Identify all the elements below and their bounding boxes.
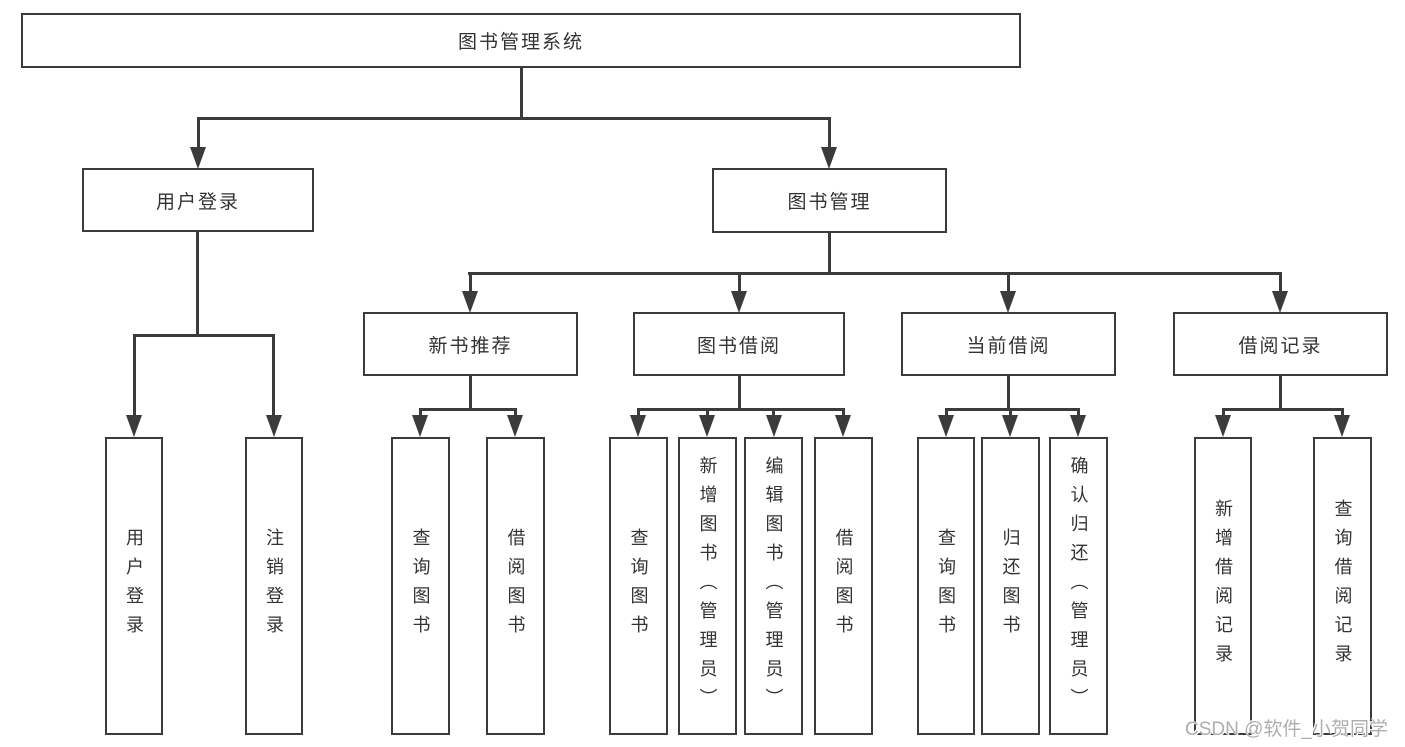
arrow-down-icon xyxy=(190,147,206,169)
connector-borrow-hline xyxy=(637,408,845,411)
arrow-down-icon xyxy=(731,291,747,313)
arrow-down-icon xyxy=(1215,415,1231,437)
connector-level2-hline xyxy=(468,272,1281,275)
leaf-edit-books-admin: 编辑图书（管理员） xyxy=(744,437,803,735)
connector-leaf-stub xyxy=(945,408,948,417)
leaf-user-login: 用户登录 xyxy=(105,437,163,735)
connector-borrow-vline xyxy=(738,375,741,408)
connector-leaf-stub xyxy=(419,408,422,417)
connector-leaf-stub xyxy=(514,408,517,417)
arrow-down-icon xyxy=(1002,415,1018,437)
connector-level1-hline xyxy=(197,117,831,120)
arrow-down-icon xyxy=(1272,291,1288,313)
connector-leaf-stub xyxy=(272,334,275,416)
leaf-add-borrow-record: 新增借阅记录 xyxy=(1194,437,1252,735)
node-current-borrowing: 当前借阅 xyxy=(901,312,1116,376)
connector-leaf-stub xyxy=(637,408,640,417)
arrow-down-icon xyxy=(835,415,851,437)
node-book-borrowing: 图书借阅 xyxy=(633,312,845,376)
connector-new-rec-vline xyxy=(469,375,472,408)
connector-book-mgmt-vline xyxy=(828,232,831,274)
leaf-borrow-books-recommend: 借阅图书 xyxy=(486,437,545,735)
leaf-query-books-current: 查询图书 xyxy=(917,437,975,735)
arrow-down-icon xyxy=(126,415,142,437)
arrow-down-icon xyxy=(412,415,428,437)
leaf-add-books-admin: 新增图书（管理员） xyxy=(678,437,737,735)
connector-records-vline xyxy=(1279,375,1282,408)
arrow-down-icon xyxy=(766,415,782,437)
connector-current-vline xyxy=(1007,375,1010,408)
node-library-management-system: 图书管理系统 xyxy=(21,13,1021,68)
leaf-return-books: 归还图书 xyxy=(981,437,1040,735)
arrow-down-icon xyxy=(507,415,523,437)
connector-leaf-stub xyxy=(1009,408,1012,417)
connector-level2-stub xyxy=(738,272,741,293)
arrow-down-icon xyxy=(938,415,954,437)
arrow-down-icon xyxy=(266,415,282,437)
connector-level2-stub xyxy=(1279,272,1282,293)
connector-records-hline xyxy=(1222,408,1344,411)
node-book-management: 图书管理 xyxy=(712,168,947,233)
leaf-logout: 注销登录 xyxy=(245,437,303,735)
connector-root-vline xyxy=(520,68,523,117)
connector-level2-stub xyxy=(1007,272,1010,293)
connector-leaf-stub xyxy=(1077,408,1080,417)
connector-leaf-stub xyxy=(842,408,845,417)
node-borrowing-records: 借阅记录 xyxy=(1173,312,1388,376)
node-user-login: 用户登录 xyxy=(82,168,314,232)
arrow-down-icon xyxy=(821,147,837,169)
connector-leaf-stub xyxy=(772,408,775,417)
arrow-down-icon xyxy=(630,415,646,437)
leaf-borrow-books: 借阅图书 xyxy=(814,437,873,735)
arrow-down-icon xyxy=(1334,415,1350,437)
connector-user-login-vline xyxy=(196,231,199,334)
connector-leaf-stub xyxy=(706,408,709,417)
arrow-down-icon xyxy=(462,291,478,313)
connector-user-login-stub xyxy=(197,117,200,148)
connector-new-rec-hline xyxy=(419,408,517,411)
connector-leaf-stub xyxy=(1222,408,1225,417)
connector-leaf-stub xyxy=(1341,408,1344,417)
arrow-down-icon xyxy=(1000,291,1016,313)
leaf-query-books-borrowing: 查询图书 xyxy=(609,437,668,735)
leaf-confirm-return-admin: 确认归还（管理员） xyxy=(1049,437,1108,735)
connector-user-login-hline xyxy=(133,334,275,337)
node-new-book-recommend: 新书推荐 xyxy=(363,312,578,376)
leaf-query-borrow-record: 查询借阅记录 xyxy=(1313,437,1372,735)
watermark-text: CSDN @软件_小贺同学 xyxy=(1185,719,1388,740)
leaf-query-books-recommend: 查询图书 xyxy=(391,437,450,735)
arrow-down-icon xyxy=(699,415,715,437)
connector-book-mgmt-stub xyxy=(828,117,831,148)
arrow-down-icon xyxy=(1070,415,1086,437)
connector-current-hline xyxy=(945,408,1080,411)
connector-leaf-stub xyxy=(133,334,136,416)
connector-level2-stub xyxy=(469,272,472,293)
